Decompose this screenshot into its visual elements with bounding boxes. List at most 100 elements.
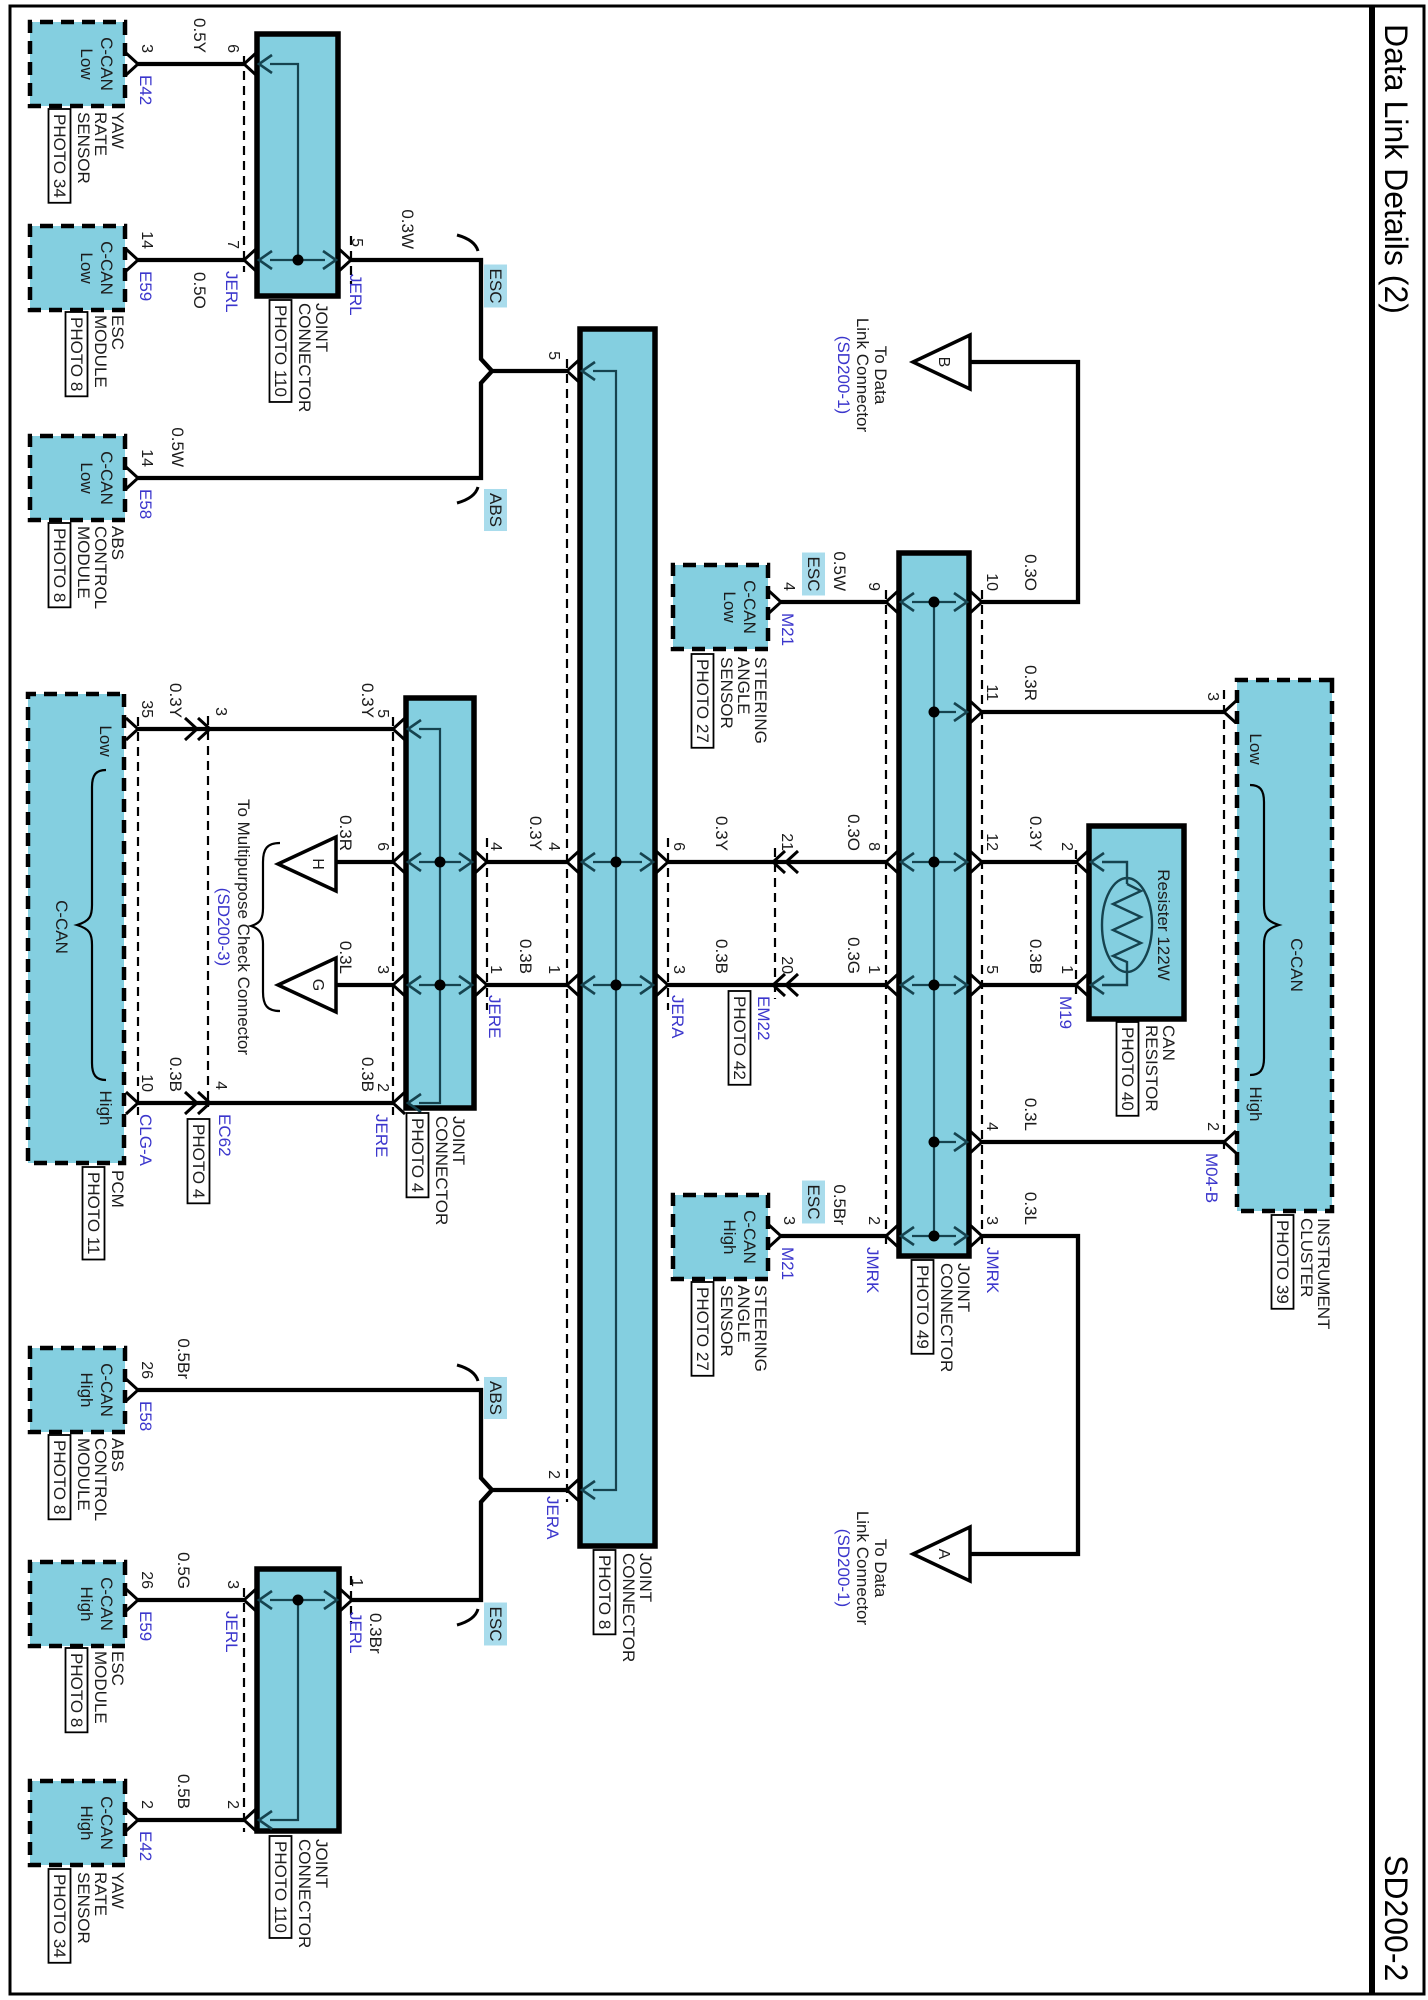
connector-name: JERA xyxy=(668,995,687,1039)
component-caption: JOINT xyxy=(636,1553,655,1602)
connector-name: M04-B xyxy=(1202,1153,1221,1203)
connector-name: JERE xyxy=(485,995,504,1038)
pin-number: 1 xyxy=(1058,965,1075,974)
inline-connector-chevron xyxy=(783,849,800,875)
pin-terminal-arrow xyxy=(898,974,915,996)
pin-number: 3 xyxy=(983,1216,1000,1225)
pin-number: 3 xyxy=(224,1580,241,1589)
pin-terminal-chevron xyxy=(564,358,581,384)
connector-name: M21 xyxy=(778,1247,797,1280)
pin-number: 26 xyxy=(138,1571,155,1589)
component-caption: CONNECTOR xyxy=(432,1116,451,1225)
inline-connector-chevron xyxy=(196,716,213,742)
pin-terminal-chevron xyxy=(124,716,141,742)
component-caption: ANGLE xyxy=(734,657,753,715)
wire-0.5W-abs-branch xyxy=(138,369,494,481)
photo-ref-box xyxy=(47,108,72,204)
pin-terminal-arrow xyxy=(953,851,970,873)
connector-name: CLG-A xyxy=(136,1114,155,1167)
jc-bus-line xyxy=(270,62,300,260)
cluster-brace xyxy=(1249,783,1283,1077)
inline-connector-chevron xyxy=(770,849,787,875)
label-highlight xyxy=(484,264,507,308)
connector-name: JMRK xyxy=(863,1247,882,1294)
component-caption: JOINT xyxy=(312,1839,331,1888)
pin-terminal-chevron xyxy=(968,1129,985,1155)
pin-terminal-chevron xyxy=(564,1477,581,1503)
connector-name: JERA xyxy=(543,1496,562,1540)
pin-number: 5 xyxy=(348,238,365,247)
pin-number: 14 xyxy=(138,449,155,467)
component-caption: ESC xyxy=(108,1651,127,1686)
component-caption: STEERING xyxy=(751,1285,770,1372)
pin-terminal-arrow xyxy=(898,1225,915,1247)
pin-number: 4 xyxy=(487,842,504,851)
connector-name: E42 xyxy=(136,1831,155,1861)
connector-name: EM22 xyxy=(754,996,773,1040)
photo-ref: PHOTO 8 xyxy=(50,528,69,602)
resistor-lead-2 xyxy=(1102,860,1129,884)
module-channel-label: Low xyxy=(720,591,739,623)
splice-code: ABS xyxy=(486,1381,505,1415)
photo-ref-box xyxy=(910,1259,935,1355)
cluster-high-label: High xyxy=(1246,1087,1265,1122)
wire-size-label: 0.3B xyxy=(712,939,731,974)
pin-number: 4 xyxy=(545,842,562,851)
pin-terminal-chevron xyxy=(124,1090,141,1116)
module-channel-label: Low xyxy=(77,252,96,284)
connector-name: JERL xyxy=(222,271,241,313)
connector-name: E58 xyxy=(136,1401,155,1431)
pin-number: 2 xyxy=(138,1800,155,1809)
pin-number: 1 xyxy=(348,1578,365,1587)
pin-terminal-chevron xyxy=(390,1090,407,1116)
pin-terminal-chevron xyxy=(338,1587,355,1613)
photo-ref: PHOTO 34 xyxy=(50,1874,69,1958)
pin-terminal-chevron xyxy=(968,699,985,725)
pin-terminal-chevron xyxy=(241,1587,258,1613)
offpage-note: Link Connector xyxy=(853,318,872,433)
pin-number: 5 xyxy=(374,709,391,718)
wire-size-label: 0.3Y xyxy=(526,816,545,851)
wire-size-label: 0.5W xyxy=(168,427,187,467)
pin-terminal-arrow xyxy=(256,1809,273,1831)
pin-number: 3 xyxy=(1204,692,1221,701)
pin-number: 2 xyxy=(374,1083,391,1092)
photo-ref-box xyxy=(47,1434,72,1521)
pin-terminal-arrow xyxy=(322,249,339,271)
pin-terminal-chevron xyxy=(883,972,900,998)
module-system-label: C-CAN xyxy=(740,580,759,634)
component-caption: RESISTOR xyxy=(1142,1025,1161,1112)
bus-junction-dot xyxy=(434,856,446,868)
component-caption: ABS xyxy=(108,526,127,560)
connector-name: M21 xyxy=(778,613,797,646)
inline-connector-chevron xyxy=(770,972,787,998)
pin-terminal-arrow xyxy=(405,718,422,740)
pcm-low-label: Low xyxy=(96,725,115,757)
module-channel-label: High xyxy=(720,1220,739,1255)
pin-terminal-arrow xyxy=(579,851,596,873)
offpage-note: To Data xyxy=(871,346,890,405)
pin-terminal-arrow xyxy=(405,974,422,996)
splice-code: ESC xyxy=(486,1607,505,1642)
component-caption: MODULE xyxy=(74,1438,93,1511)
connector-name: JERL xyxy=(222,1611,241,1653)
wire-size-label: 0.3G xyxy=(844,937,863,974)
pin-number: 4 xyxy=(780,582,797,591)
pin-terminal-chevron xyxy=(241,247,258,273)
pin-terminal-chevron xyxy=(654,972,671,998)
module-instrument-cluster xyxy=(1234,677,1335,1214)
pin-terminal-chevron xyxy=(124,1807,141,1833)
pin-terminal-chevron xyxy=(390,716,407,742)
pin-terminal-chevron xyxy=(968,972,985,998)
pin-number: 1 xyxy=(545,965,562,974)
photo-ref: PHOTO 27 xyxy=(693,1287,712,1371)
wire-size-label: 0.3B xyxy=(1026,939,1045,974)
wire-0.3O-to-b xyxy=(970,359,1081,605)
pin-number: 2 xyxy=(224,1800,241,1809)
pin-terminal-arrow xyxy=(1088,974,1105,996)
pin-terminal-arrow xyxy=(579,1479,596,1501)
pin-terminal-arrow xyxy=(323,1589,340,1611)
label-highlight xyxy=(484,488,507,532)
splice-hook-esc-2 xyxy=(456,1608,480,1627)
connector-name: JERE xyxy=(372,1114,391,1157)
